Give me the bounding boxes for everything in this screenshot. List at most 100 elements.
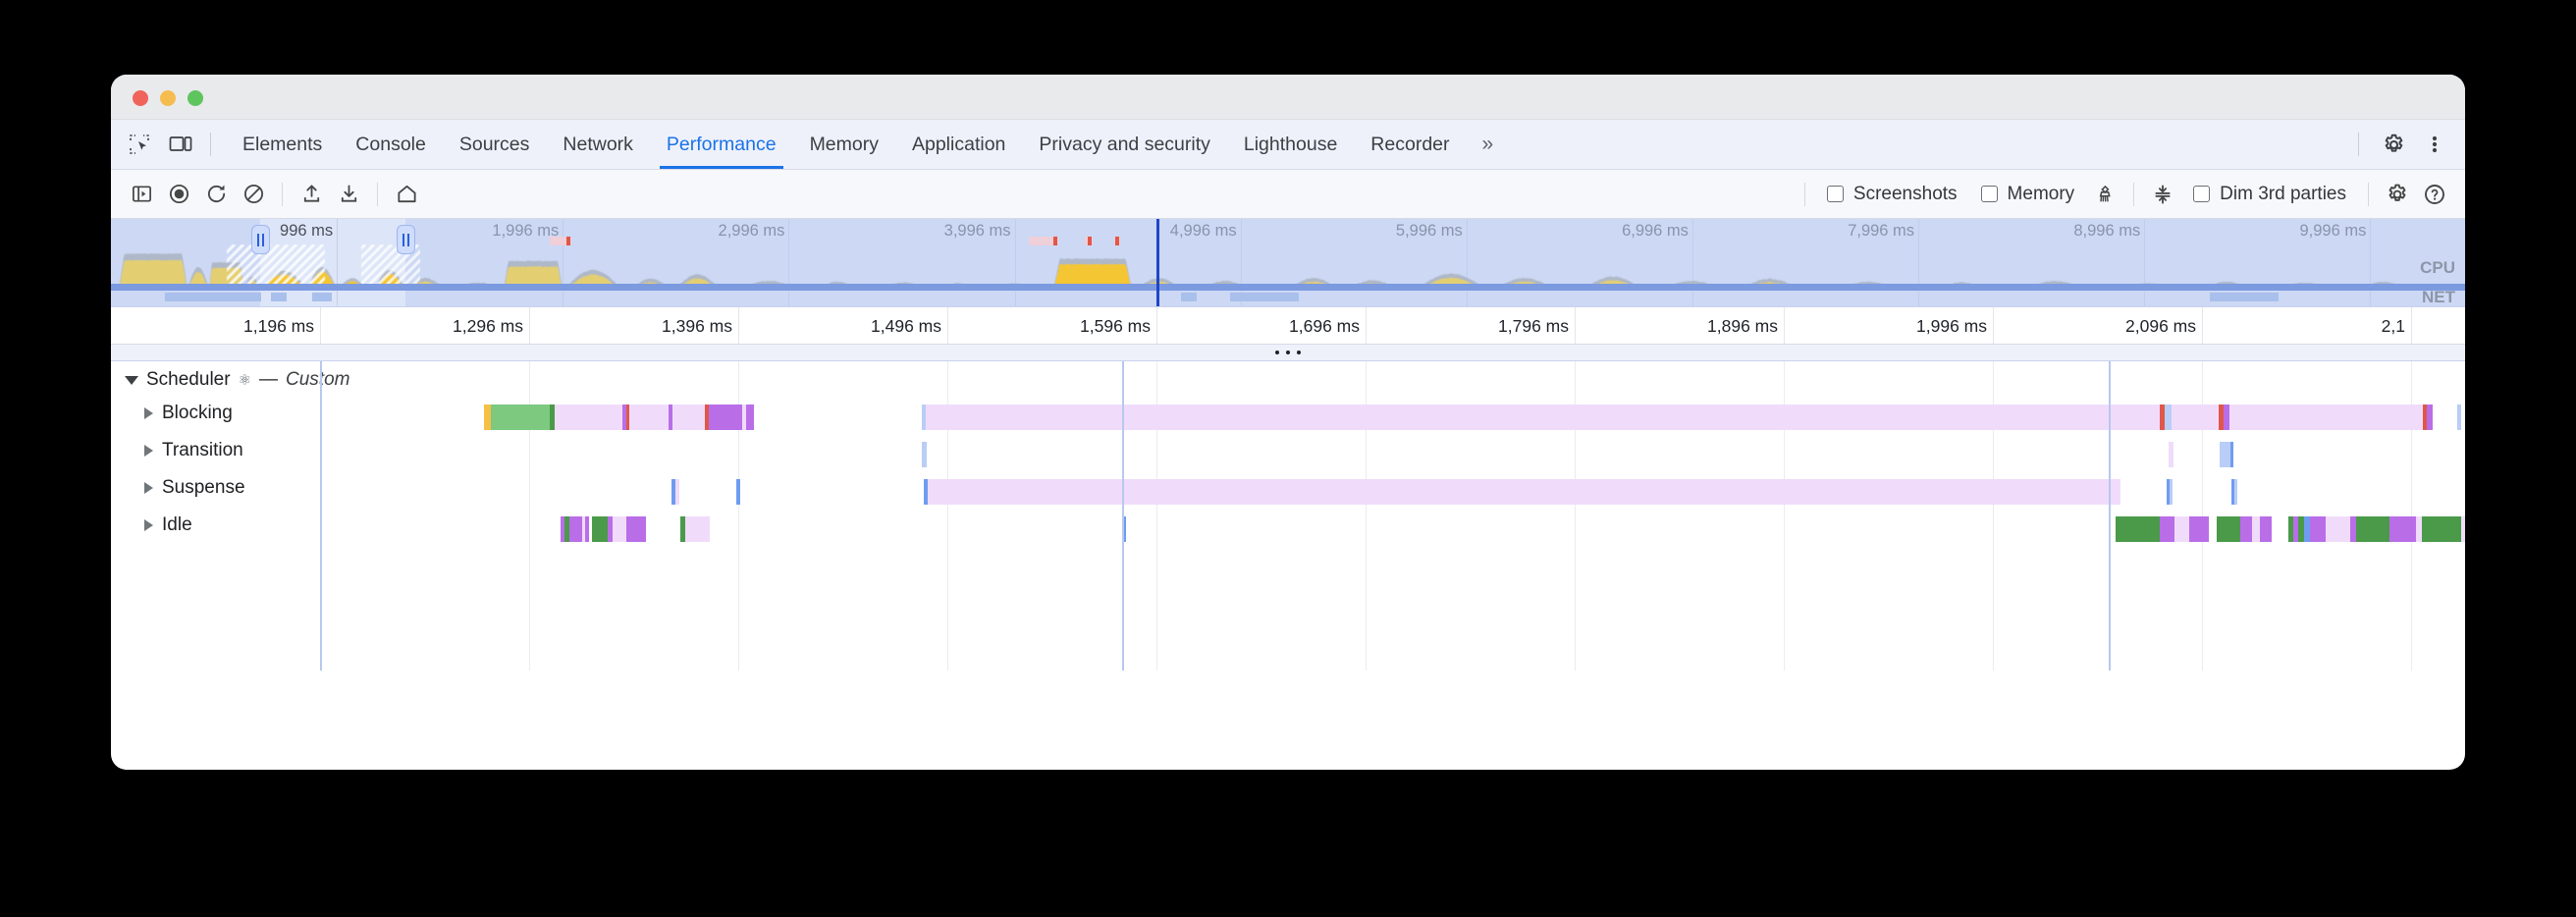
flame-segment[interactable] [2422,516,2461,542]
flame-segment[interactable] [2416,516,2422,542]
tab-sources[interactable]: Sources [458,133,530,155]
flame-segment[interactable] [709,405,718,430]
track-label-idle[interactable]: Idle [144,514,192,536]
flame-segment[interactable] [746,405,754,430]
tab-console[interactable]: Console [355,133,426,155]
flame-segment[interactable] [2298,516,2304,542]
flame-segment[interactable] [608,516,613,542]
track-label-blocking[interactable]: Blocking [144,403,233,424]
track-label-suspense[interactable]: Suspense [144,477,245,499]
flame-segment[interactable] [2219,405,2224,430]
flame-segment[interactable] [613,516,626,542]
more-tabs-chevron-icon[interactable]: » [1481,133,1494,155]
flame-segment[interactable] [626,516,646,542]
flame-segment[interactable] [2160,405,2165,430]
memory-checkbox[interactable]: Memory [1980,184,2074,205]
track-row-blocking[interactable] [111,405,2465,430]
save-profile-button[interactable] [330,176,367,213]
dim-3rd-parties-checkbox[interactable]: Dim 3rd parties [2193,184,2346,205]
flame-segment[interactable] [2169,442,2174,467]
flame-segment[interactable] [2350,516,2356,542]
tab-recorder[interactable]: Recorder [1370,133,1450,155]
flame-segment[interactable] [550,405,555,430]
flame-segment[interactable] [2189,516,2209,542]
track-row-suspense[interactable] [111,479,2465,505]
capture-settings-gear-icon[interactable] [2379,176,2416,213]
track-row-transition[interactable] [111,442,2465,467]
flame-segment[interactable] [742,405,746,430]
flame-segment[interactable] [2288,516,2293,542]
flame-segment[interactable] [484,405,491,430]
flame-segment[interactable] [2174,516,2189,542]
memory-checkbox-box[interactable] [1980,186,1998,202]
flame-segment[interactable] [924,479,928,505]
toggle-flame-chart-height-icon[interactable] [2144,176,2181,213]
flame-segment[interactable] [2230,442,2233,467]
flame-segment[interactable] [2427,405,2433,430]
flame-segment[interactable] [582,516,585,542]
flame-segment[interactable] [922,405,926,430]
tab-network[interactable]: Network [563,133,633,155]
flame-segment[interactable] [629,405,669,430]
overview-selection-handle-left[interactable] [251,225,270,254]
flame-segment[interactable] [564,516,569,542]
flame-segment[interactable] [2310,516,2326,542]
flame-segment[interactable] [2167,479,2170,505]
tab-memory[interactable]: Memory [809,133,879,155]
pane-resize-handle[interactable] [111,345,2465,361]
dim-3rd-parties-checkbox-box[interactable] [2193,186,2211,202]
device-toolbar-icon[interactable] [160,120,201,169]
chevron-right-icon[interactable] [144,519,153,531]
flame-segment[interactable] [2224,405,2229,430]
chevron-down-icon[interactable] [125,375,138,385]
inspect-element-icon[interactable] [119,120,160,169]
flame-segment[interactable] [555,405,622,430]
flame-segment[interactable] [491,405,550,430]
tab-application[interactable]: Application [911,133,1006,155]
tab-lighthouse[interactable]: Lighthouse [1243,133,1338,155]
flame-segment[interactable] [2240,516,2252,542]
flame-segment[interactable] [2165,405,2172,430]
reload-and-record-button[interactable] [197,176,235,213]
flame-segment[interactable] [675,479,679,505]
collect-garbage-icon[interactable] [2086,176,2123,213]
settings-gear-icon[interactable] [2373,133,2414,157]
flame-segment[interactable] [2260,516,2272,542]
flame-segment[interactable] [561,516,564,542]
flame-segment[interactable] [2116,516,2160,542]
more-options-kebab-icon[interactable] [2414,134,2455,155]
flame-segment[interactable] [585,516,589,542]
tab-privacy-and-security[interactable]: Privacy and security [1039,133,1210,155]
screenshots-checkbox-box[interactable] [1826,186,1844,202]
home-button[interactable] [388,176,425,213]
help-icon[interactable] [2416,176,2453,213]
flame-segment[interactable] [680,516,685,542]
track-row-idle[interactable] [111,516,2465,542]
flame-segment[interactable] [2234,479,2237,505]
flame-segment[interactable] [592,516,608,542]
flame-segment[interactable] [718,405,742,430]
overview-selection-handle-right[interactable] [397,225,415,254]
flame-segment[interactable] [2252,516,2260,542]
track-label-transition[interactable]: Transition [144,440,243,461]
flame-segment[interactable] [2217,516,2240,542]
flame-segment[interactable] [2461,516,2465,542]
timeline-overview[interactable]: CPU NET 996 ms1,996 ms2,996 ms3,996 ms4,… [111,219,2465,307]
flame-segment[interactable] [2172,405,2219,430]
flame-segment[interactable] [926,405,2160,430]
flame-segment[interactable] [2170,479,2173,505]
record-button[interactable] [160,176,197,213]
flame-segment[interactable] [622,405,626,430]
tab-performance[interactable]: Performance [650,120,793,169]
flame-segment[interactable] [2356,516,2389,542]
flame-segment[interactable] [569,516,582,542]
flame-segment[interactable] [2389,516,2416,542]
screenshots-checkbox[interactable]: Screenshots [1826,184,1958,205]
chevron-right-icon[interactable] [144,445,153,457]
clear-button[interactable] [235,176,272,213]
flame-segment[interactable] [2293,516,2298,542]
flame-segment[interactable] [2160,516,2174,542]
chevron-right-icon[interactable] [144,407,153,419]
flame-segment[interactable] [928,479,2120,505]
